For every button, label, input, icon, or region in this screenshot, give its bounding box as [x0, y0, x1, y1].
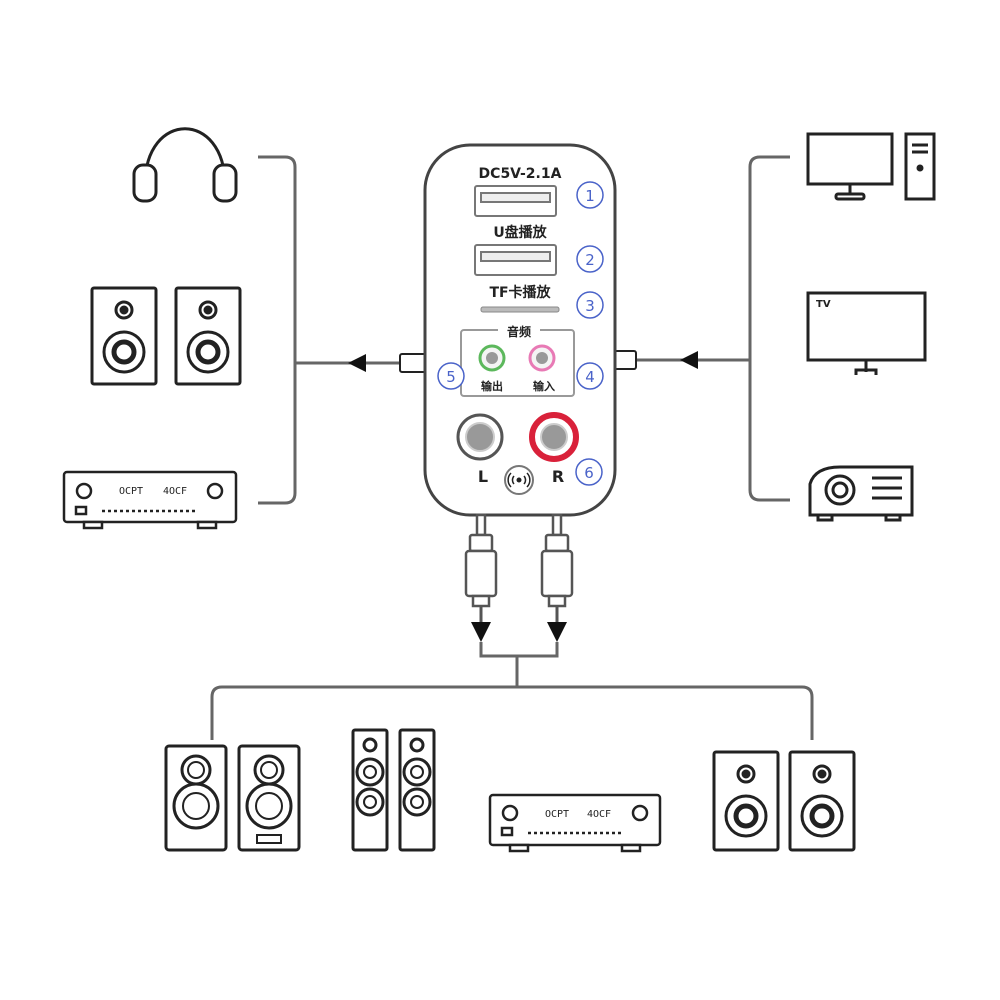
amp-display-right: 4OCF: [587, 809, 611, 820]
bookshelf-speaker-icon: [712, 750, 780, 852]
wireless-signal-icon: [516, 477, 522, 483]
svg-text:4: 4: [585, 368, 595, 386]
svg-text:3: 3: [585, 297, 595, 315]
output-arrow-icon: [348, 354, 366, 372]
usb-port-power[interactable]: [474, 185, 557, 217]
amplifier-icon: [62, 470, 238, 530]
right-channel-label: R: [552, 467, 564, 486]
rca-left-jack[interactable]: [456, 413, 504, 461]
rca-right-arrow-icon: [547, 622, 567, 642]
svg-text:6: 6: [584, 464, 594, 482]
bookshelf-speaker-icon: [174, 286, 242, 386]
left-channel-label: L: [478, 467, 488, 486]
computer-tower-icon: [904, 132, 936, 201]
headphones-icon: [132, 127, 238, 203]
studio-monitor-speaker-icon: [237, 744, 301, 852]
marker-3: 3: [576, 291, 604, 319]
power-label: DC5V-2.1A: [479, 166, 562, 182]
amp-display-left: OCPT: [119, 486, 143, 497]
rca-cable-join: [479, 642, 559, 687]
svg-text:5: 5: [446, 368, 456, 386]
right-device-bracket: [748, 155, 790, 502]
tv-label: TV: [816, 299, 831, 310]
left-device-bracket: [258, 155, 297, 505]
input-arrow-icon: [680, 351, 698, 369]
marker-1: 1: [576, 181, 604, 209]
projector-icon: [808, 465, 914, 522]
amp-display-right: 4OCF: [163, 486, 187, 497]
marker-5: 5: [437, 362, 465, 390]
marker-2: 2: [576, 245, 604, 273]
tower-speaker-icon: [351, 728, 389, 852]
bottom-device-bracket: [210, 685, 814, 740]
computer-monitor-icon: [806, 132, 894, 201]
studio-monitor-speaker-icon: [164, 744, 228, 852]
amplifier-icon: [488, 793, 662, 853]
audio-label: 音频: [507, 324, 531, 339]
marker-6: 6: [575, 458, 603, 486]
wireless-button[interactable]: [504, 465, 534, 495]
tf-label: TF卡播放: [489, 284, 551, 301]
rca-left-arrow-icon: [471, 622, 491, 642]
output-label: 输出: [481, 379, 503, 393]
tv-icon: [806, 291, 927, 375]
input-label: 输入: [533, 379, 555, 393]
rca-right-plug-icon: [540, 513, 574, 624]
output-jack[interactable]: [478, 344, 506, 372]
tf-card-slot[interactable]: [480, 306, 560, 313]
usb-label: U盘播放: [493, 224, 547, 241]
marker-4: 4: [576, 362, 604, 390]
rca-right-jack[interactable]: [529, 412, 579, 462]
input-jack[interactable]: [528, 344, 556, 372]
svg-text:2: 2: [585, 251, 595, 269]
usb-port-playback[interactable]: [474, 244, 557, 276]
bookshelf-speaker-icon: [788, 750, 856, 852]
tower-speaker-icon: [398, 728, 436, 852]
svg-text:1: 1: [585, 187, 595, 205]
audio-jack-panel: [460, 329, 575, 397]
rca-left-plug-icon: [464, 513, 498, 624]
amp-display-left: OCPT: [545, 809, 569, 820]
bookshelf-speaker-icon: [90, 286, 158, 386]
